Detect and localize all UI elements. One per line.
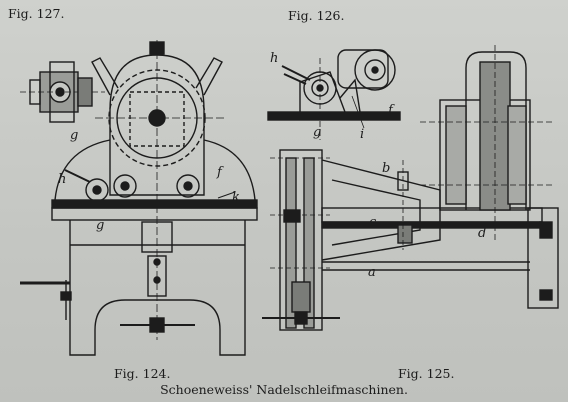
fig-127-label: Fig. 127. <box>8 6 65 21</box>
letter-c-fig125: c <box>369 215 377 230</box>
letter-k-fig124: k <box>232 190 240 205</box>
letter-i-fig126: i <box>360 127 364 142</box>
fig127-pulley-drawing <box>20 61 105 123</box>
letter-g-fig126: g <box>313 125 321 140</box>
letter-g-fig127: g <box>70 128 78 143</box>
part-letters: g h g f k h g i f b c d a <box>58 51 486 280</box>
letter-b-fig125: b <box>382 161 390 176</box>
letter-h-fig124: h <box>58 172 66 187</box>
letter-f-fig124: f <box>216 165 224 180</box>
fig125-machine-drawing <box>262 45 559 331</box>
fig126-grinding-unit-drawing <box>267 49 401 140</box>
letter-h-fig126: h <box>270 51 278 66</box>
figure-caption: Schoeneweiss' Nadelschleifmaschinen. <box>160 382 408 397</box>
letter-d-fig125: d <box>478 226 486 241</box>
letter-f-fig126: f <box>387 103 395 118</box>
letter-g-fig124: g <box>96 218 104 233</box>
fig-125-label: Fig. 125. <box>398 366 455 381</box>
letter-a-fig125: a <box>368 265 376 280</box>
fig-126-label: Fig. 126. <box>288 8 345 23</box>
fig-124-label: Fig. 124. <box>114 366 171 381</box>
fig124-machine-drawing <box>20 40 258 356</box>
